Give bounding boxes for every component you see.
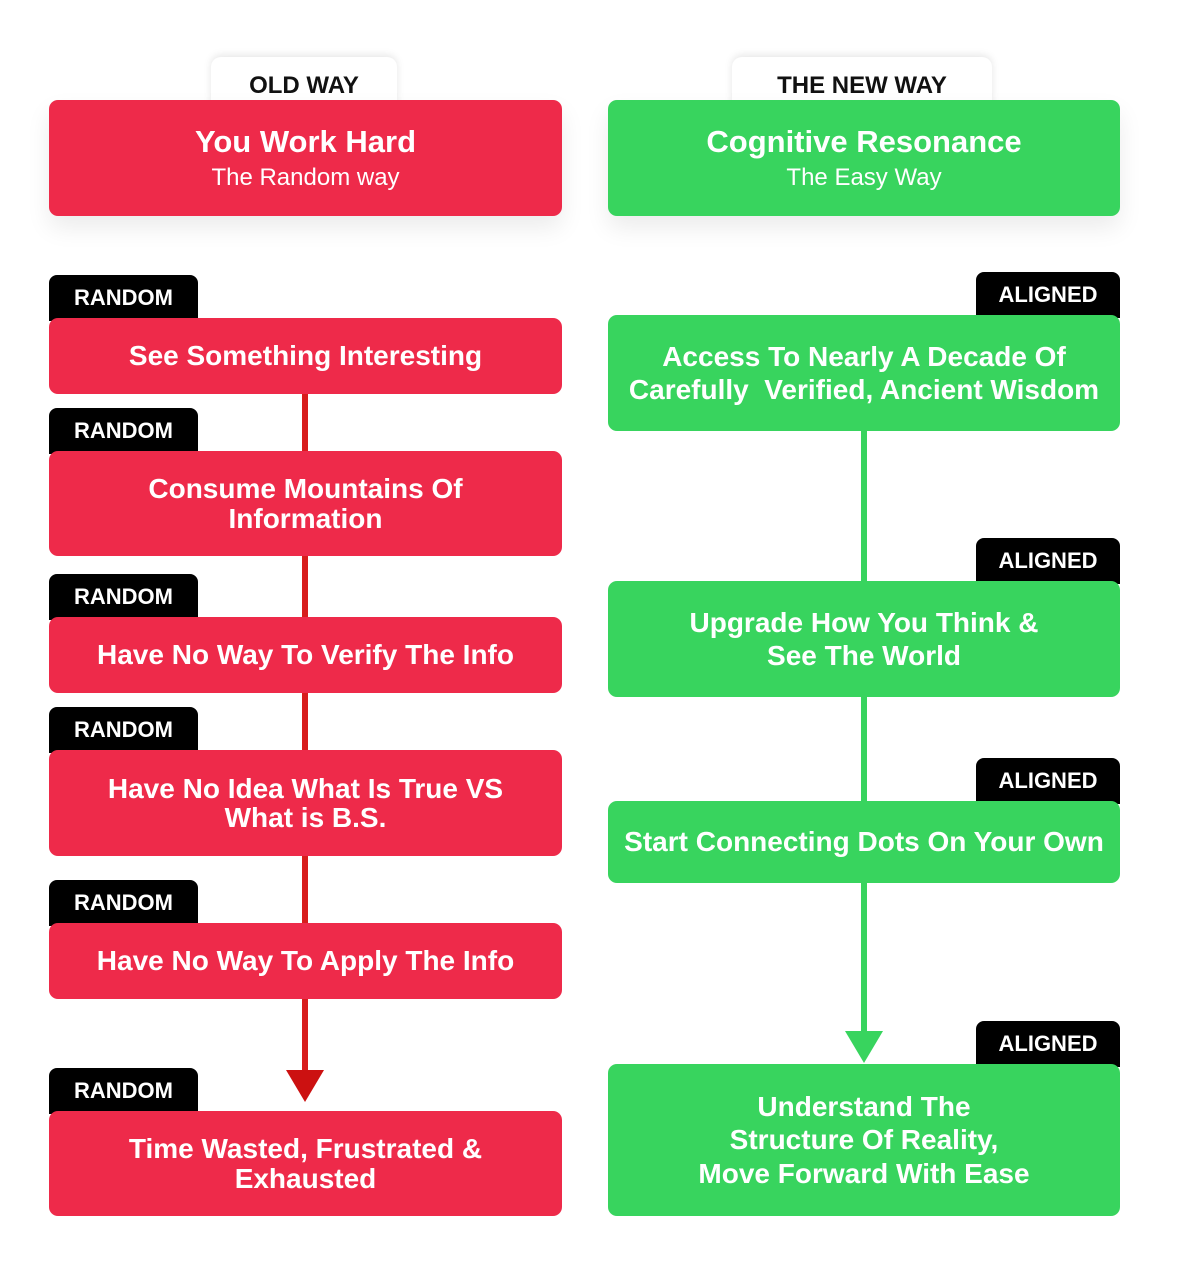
- old-way-tag-2: RANDOM: [49, 408, 198, 454]
- new-way-subtitle: The Easy Way: [786, 164, 942, 192]
- new-way-tag-4: ALIGNED: [976, 1021, 1120, 1067]
- old-way-tag-6: RANDOM: [49, 1068, 198, 1114]
- old-way-step-2-line-2: Information: [228, 502, 383, 534]
- old-way-tag-3: RANDOM: [49, 574, 198, 620]
- old-way-column: OLD WAY You Work Hard The Random way RAN…: [49, 72, 562, 1216]
- new-way-tag-2: ALIGNED: [976, 538, 1120, 584]
- old-way-step-3-line-1: Have No Way To Verify The Info: [97, 639, 514, 671]
- old-way-step-5-line-1: Have No Way To Apply The Info: [96, 945, 515, 977]
- old-way-step-1-line-1: See Something Interesting: [128, 340, 483, 372]
- new-way-step-1: Access To Nearly A Decade Of Carefully V…: [608, 315, 1120, 431]
- new-way-step-4-line-2: Structure Of Reality,: [729, 1124, 999, 1156]
- old-way-arrow-head: [286, 1070, 324, 1102]
- new-way-step-3: Start Connecting Dots On Your Own: [608, 801, 1120, 883]
- old-way-step-6: Time Wasted, Frustrated & Exhausted: [49, 1111, 562, 1216]
- old-way-tag-4: RANDOM: [49, 707, 198, 753]
- old-way-tag-1: RANDOM: [49, 275, 198, 321]
- old-way-header: You Work Hard The Random way: [49, 100, 562, 216]
- new-way-header: Cognitive Resonance The Easy Way: [608, 100, 1120, 216]
- old-way-step-4-line-2: What is B.S.: [224, 802, 387, 833]
- old-way-step-5: Have No Way To Apply The Info: [49, 923, 562, 999]
- new-way-tag-1: ALIGNED: [976, 272, 1120, 318]
- new-way-step-2-line-2: See The World: [767, 640, 961, 671]
- new-way-title: Cognitive Resonance: [706, 123, 1022, 159]
- new-way-step-4: Understand The Structure Of Reality, Mov…: [608, 1064, 1120, 1216]
- new-way-step-2-line-1: Upgrade How You Think &: [689, 606, 1039, 638]
- new-way-step-4-line-1: Understand The: [757, 1091, 971, 1123]
- new-way-step-3-line-1: Start Connecting Dots On Your Own: [624, 826, 1104, 858]
- new-way-arrow-head: [845, 1031, 883, 1063]
- old-way-tag-5: RANDOM: [49, 880, 198, 926]
- new-way-step-1-line-2: Carefully Verified, Ancient Wisdom: [628, 374, 1100, 405]
- old-way-title: You Work Hard: [194, 123, 417, 159]
- new-way-step-1-line-1: Access To Nearly A Decade Of: [662, 340, 1066, 372]
- old-way-step-4: Have No Idea What Is True VS What is B.S…: [49, 750, 562, 856]
- old-way-step-3: Have No Way To Verify The Info: [49, 617, 562, 693]
- old-way-connector-line: [302, 392, 308, 1072]
- old-way-subtitle: The Random way: [211, 164, 400, 192]
- new-way-column: THE NEW WAY Cognitive Resonance The Easy…: [600, 0, 1200, 1265]
- new-way-connector-line-1: [861, 430, 867, 584]
- old-way-step-1: See Something Interesting: [49, 318, 562, 394]
- old-way-step-2-line-1: Consume Mountains Of: [148, 473, 463, 505]
- new-way-tag-3: ALIGNED: [976, 758, 1120, 804]
- new-way-step-2: Upgrade How You Think & See The World: [608, 581, 1120, 697]
- new-way-step-4-line-3: Move Forward With Ease: [698, 1157, 1030, 1189]
- new-way-connector-line-3: [861, 882, 867, 1034]
- new-way-connector-line-2: [861, 696, 867, 804]
- old-way-step-6-line-2: Exhausted: [234, 1162, 377, 1194]
- old-way-step-4-line-1: Have No Idea What Is True VS: [107, 772, 504, 804]
- old-way-step-6-line-1: Time Wasted, Frustrated &: [128, 1133, 483, 1165]
- old-way-step-2: Consume Mountains Of Information: [49, 451, 562, 556]
